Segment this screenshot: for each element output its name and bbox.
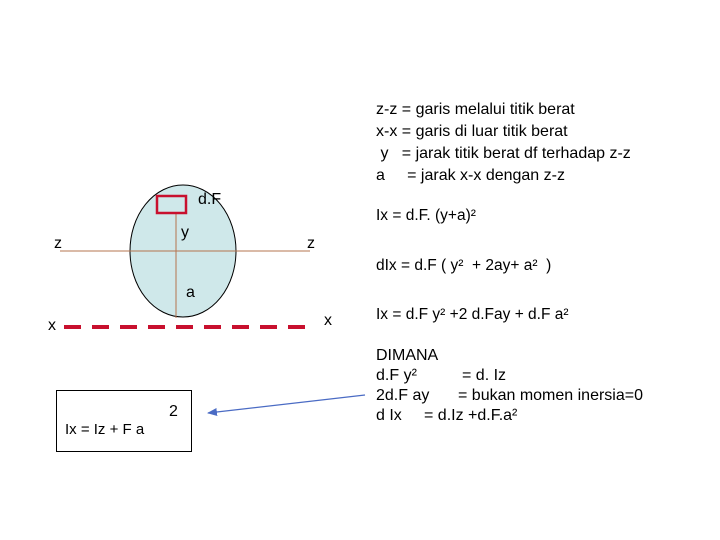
legend-line: y = jarak titik berat df terhadap z-z [376,145,631,162]
label-dF: d.F [198,191,222,208]
dimana-term: d.F y² [376,367,417,384]
dimana-term: 2d.F ay [376,387,430,404]
dimana-value: = bukan momen inersia=0 [458,387,643,404]
equation-ix-expanded: Ix = d.F y² +2 d.Fay + d.F a² [376,306,569,323]
label-y: y [181,224,189,241]
parallel-axis-result-box: Ix = Iz + F a 2 [56,390,192,452]
label-x-right: x [324,312,332,329]
dimana-row: d.F y² = d. Iz [376,366,506,386]
reference-arrow [207,394,366,416]
equation-dix: dIx = d.F ( y² + 2ay+ a² ) [376,257,552,274]
label-z-left: z [54,235,62,252]
dimana-term: d Ix [376,407,402,424]
label-z-right: z [307,235,315,252]
legend-definitions: z-z = garis melalui titik berat x-x = ga… [376,99,631,187]
dimana-title: DIMANA [376,347,439,364]
dimana-block: DIMANA d.F y² = d. Iz 2d.F ay = bukan mo… [376,346,643,426]
result-exponent: 2 [169,403,178,420]
dimana-row: 2d.F ay = bukan momen inersia=0 [376,386,643,406]
element-dF-box [155,194,188,215]
label-a: a [186,284,195,301]
equation-ix: Ix = d.F. (y+a)² [376,207,476,224]
dimana-value: = d.Iz +d.F.a² [424,407,518,424]
legend-line: x-x = garis di luar titik berat [376,123,568,140]
legend-line: a = jarak x-x dengan z-z [376,167,565,184]
dimana-row: d Ix = d.Iz +d.F.a² [376,406,517,426]
result-formula: Ix = Iz + F a [65,421,145,438]
legend-line: z-z = garis melalui titik berat [376,101,575,118]
dimana-value: = d. Iz [462,367,507,384]
label-x-left: x [48,317,56,334]
